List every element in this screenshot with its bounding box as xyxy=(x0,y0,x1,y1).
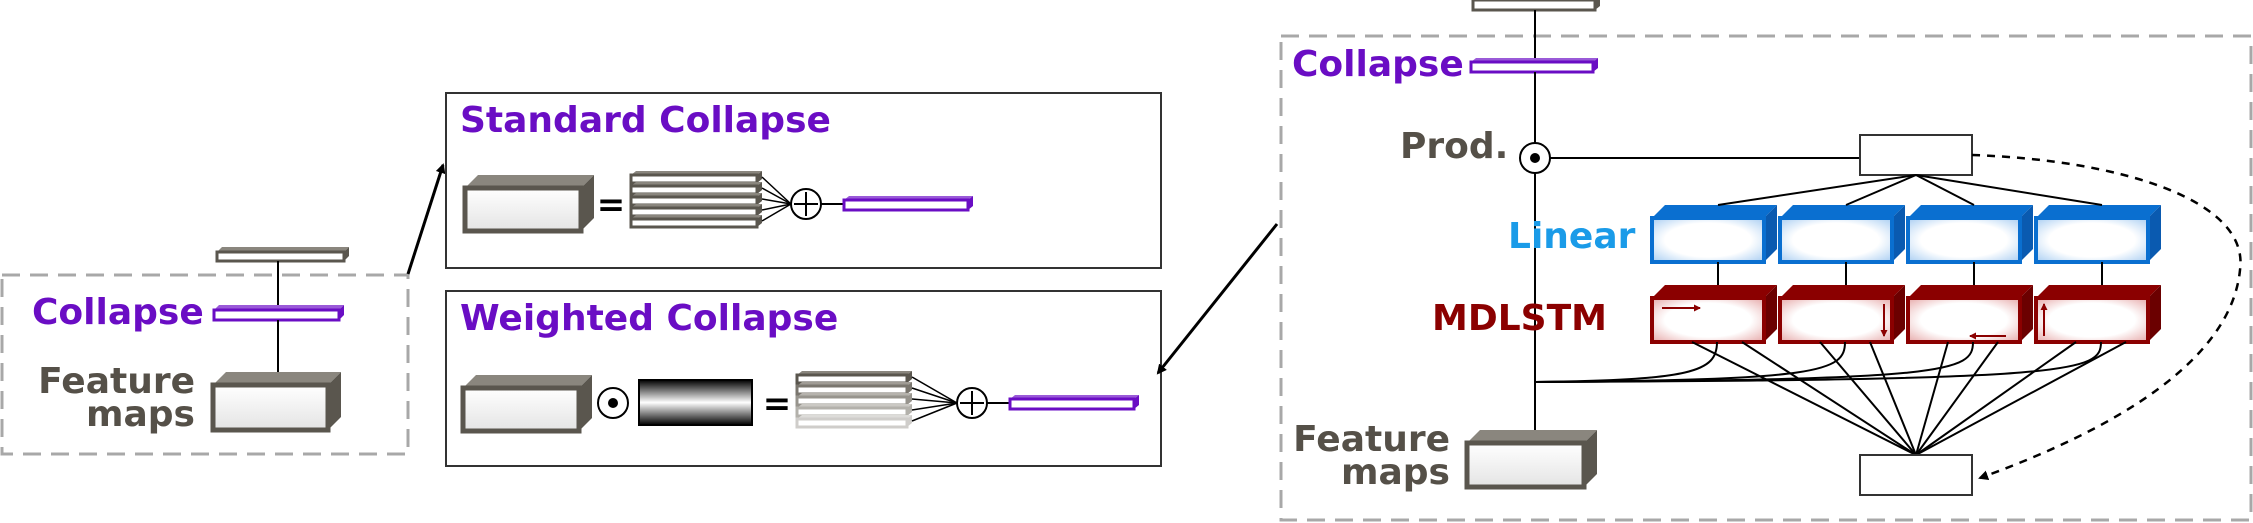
standard-equals: = xyxy=(597,185,626,225)
left-output-slab xyxy=(215,247,349,263)
standard-collapse-panel: Standard Collapse = xyxy=(445,92,1162,269)
linear-layer-row xyxy=(1650,205,2161,285)
circled-dot-icon xyxy=(597,387,629,419)
weighted-output-slab xyxy=(1008,395,1139,411)
fan-line xyxy=(1915,174,2103,206)
weighted-collapse-panel: Weighted Collapse = xyxy=(445,290,1162,467)
mdlstm-box xyxy=(1778,285,1905,344)
attention-top-box xyxy=(1859,134,1973,176)
fan-line xyxy=(911,402,958,411)
weighted-slice-stack xyxy=(795,371,912,429)
fan-line xyxy=(1741,341,1917,456)
trunk-curve xyxy=(1534,341,1846,383)
linear-label: Linear xyxy=(1508,216,1636,257)
slice xyxy=(629,171,762,185)
linear-box xyxy=(1906,205,2033,264)
weight-map-box xyxy=(638,379,753,426)
fan-line xyxy=(1717,174,1917,206)
standard-input-box xyxy=(462,175,594,234)
slice xyxy=(795,371,912,385)
fan-line xyxy=(761,203,792,211)
fan-line xyxy=(911,387,958,404)
slice xyxy=(795,415,912,429)
fan-line xyxy=(1915,341,2077,456)
mdlstm-box xyxy=(2034,285,2161,344)
left-feature-label: Feature xyxy=(38,361,195,402)
slice xyxy=(795,393,912,407)
right-collapse-label: Collapse xyxy=(1292,44,1464,85)
fan-line xyxy=(761,203,792,222)
weighted-collapse-title: Weighted Collapse xyxy=(460,298,838,339)
arrow-to-weighted-collapse xyxy=(1156,223,1279,375)
left-collapse-panel: Collapse Feature maps xyxy=(0,247,410,456)
standard-slice-stack xyxy=(629,171,762,229)
attention-fan-lines xyxy=(1717,174,2103,206)
mdlstm-box xyxy=(1906,285,2033,344)
left-maps-label: maps xyxy=(86,394,195,435)
fan-line xyxy=(761,187,792,205)
mdlstm-label: MDLSTM xyxy=(1432,298,1607,339)
linear-box xyxy=(1650,205,1777,264)
weighted-input-box xyxy=(460,375,592,434)
right-dashed-frame xyxy=(1279,34,2253,522)
right-architecture-panel: Collapse Prod. Linear MDLSTM Feature map… xyxy=(1279,0,2253,522)
fan-line xyxy=(911,376,958,404)
fan-line xyxy=(911,402,958,422)
mdlstm-input-fan-lines xyxy=(1534,341,2127,456)
fan-line xyxy=(1915,341,1999,456)
fan-line xyxy=(1819,341,1917,456)
fan-line xyxy=(1915,341,1949,456)
fan-line xyxy=(1915,174,1975,206)
left-feature-maps-box xyxy=(210,372,341,433)
circled-plus-icon xyxy=(956,387,988,419)
arrow-to-standard-collapse xyxy=(406,163,446,275)
left-dashed-frame xyxy=(0,273,410,456)
right-feature-maps-box xyxy=(1464,430,1597,490)
slice xyxy=(795,404,912,418)
slice xyxy=(629,182,762,196)
linear-box xyxy=(1778,205,1905,264)
standard-output-slab xyxy=(842,196,973,212)
right-output-slab xyxy=(1471,0,1600,12)
circled-dot-icon xyxy=(1519,142,1551,174)
right-feature-label: Feature xyxy=(1293,419,1450,460)
standard-collapse-title: Standard Collapse xyxy=(460,100,831,141)
fan-line xyxy=(1915,341,2127,456)
fan-line xyxy=(1869,341,1917,456)
left-collapse-slab xyxy=(212,305,344,322)
slice xyxy=(629,215,762,229)
fan-line xyxy=(761,176,792,205)
prod-label: Prod. xyxy=(1400,126,1508,167)
circled-plus-icon xyxy=(790,188,822,220)
weighted-fan-lines xyxy=(911,376,958,422)
fan-line xyxy=(1691,341,1917,456)
feedback-dashed-arrow xyxy=(1971,153,2242,480)
slice xyxy=(629,193,762,207)
left-collapse-label: Collapse xyxy=(32,292,204,333)
mdlstm-layer-row xyxy=(1650,285,2161,344)
fan-line xyxy=(761,198,792,205)
trunk-curve xyxy=(1534,341,2102,383)
slice xyxy=(795,382,912,396)
fan-line xyxy=(1845,174,1917,206)
slice xyxy=(629,204,762,218)
trunk-curve xyxy=(1534,341,1718,383)
right-maps-label: maps xyxy=(1341,452,1450,493)
standard-fan-lines xyxy=(761,176,792,222)
mdlstm-box xyxy=(1650,285,1777,344)
linear-box xyxy=(2034,205,2161,264)
attention-bottom-box xyxy=(1859,454,1973,496)
right-collapse-slab xyxy=(1469,58,1598,74)
weighted-equals: = xyxy=(763,384,792,424)
fan-line xyxy=(911,398,958,404)
